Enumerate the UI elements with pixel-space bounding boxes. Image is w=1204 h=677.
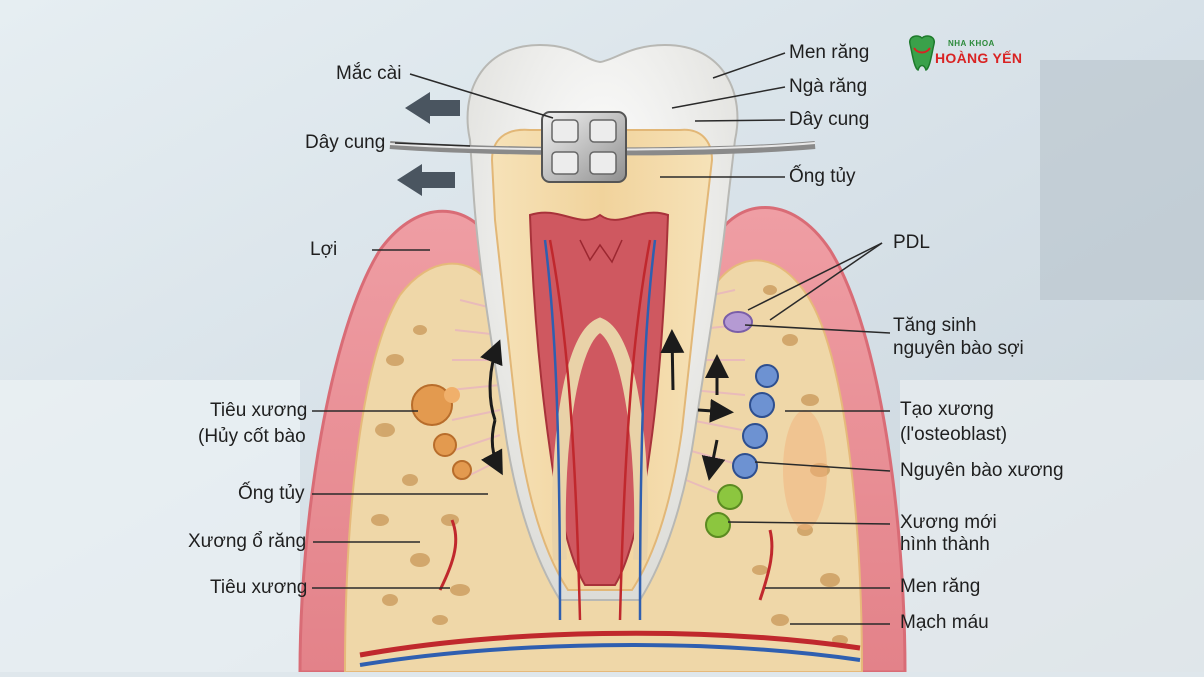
label-mac-cai: Mắc cài bbox=[336, 63, 402, 84]
label-xuong-o-rang: Xương ổ răng bbox=[188, 531, 307, 552]
label-tang-sinh-1: Tăng sinh bbox=[893, 315, 977, 336]
label-day-cung-right: Dây cung bbox=[789, 109, 870, 130]
force-arrows bbox=[397, 92, 460, 196]
background-counter bbox=[900, 380, 1204, 672]
root-canal-wall bbox=[551, 317, 649, 561]
osteoclast-cluster bbox=[411, 384, 472, 480]
osteoblast-row bbox=[705, 364, 779, 538]
label-day-cung-left: Dây cung bbox=[305, 132, 386, 153]
label-tieu-xuong-1: Tiêu xương bbox=[210, 400, 308, 421]
branch-vessel-right bbox=[758, 529, 774, 601]
leader-lines bbox=[312, 52, 891, 625]
label-tao-xuong-2: (l'osteoblast) bbox=[900, 424, 1008, 445]
label-loi: Lợi bbox=[310, 239, 338, 260]
label-tao-xuong-1: Tạo xương bbox=[900, 399, 994, 420]
background-xray-panel bbox=[1040, 60, 1204, 300]
logo-brand-text: HOÀNG YẾN bbox=[935, 50, 1023, 66]
label-tang-sinh-2: nguyên bào sợi bbox=[893, 338, 1024, 359]
label-xuong-moi-1: Xương mới bbox=[900, 512, 997, 533]
bottom-artery bbox=[359, 630, 861, 658]
logo-top-text: NHA KHOA bbox=[948, 39, 995, 48]
bracket bbox=[541, 111, 627, 183]
label-huy-cot-bao: (Hủy cốt bào bbox=[198, 426, 306, 447]
label-ong-tuy-right: Ống tủy bbox=[789, 166, 856, 187]
label-nga-rang: Ngà răng bbox=[789, 76, 868, 97]
fibroblast-cell bbox=[723, 311, 753, 333]
bottom-vein bbox=[359, 643, 861, 667]
label-tieu-xuong-2: Tiêu xương bbox=[210, 577, 308, 598]
label-mach-mau: Mạch máu bbox=[900, 612, 989, 633]
pulp-vessels bbox=[543, 239, 657, 621]
brand-logo bbox=[904, 34, 1044, 80]
label-xuong-moi-2: hình thành bbox=[900, 534, 990, 555]
label-men-rang-1: Men răng bbox=[789, 42, 870, 63]
bone-formation-zone bbox=[783, 410, 827, 530]
label-nguyen-bao-xuong: Nguyên bào xương bbox=[900, 460, 1064, 481]
branch-vessel-left bbox=[438, 519, 458, 591]
label-ong-tuy-left: Ống tủy bbox=[238, 483, 305, 504]
background-cabinet bbox=[0, 380, 300, 672]
tooth-icon bbox=[909, 35, 935, 72]
label-pdl: PDL bbox=[893, 232, 930, 253]
movement-arrows bbox=[480, 329, 734, 481]
label-men-rang-2: Men răng bbox=[900, 576, 981, 597]
